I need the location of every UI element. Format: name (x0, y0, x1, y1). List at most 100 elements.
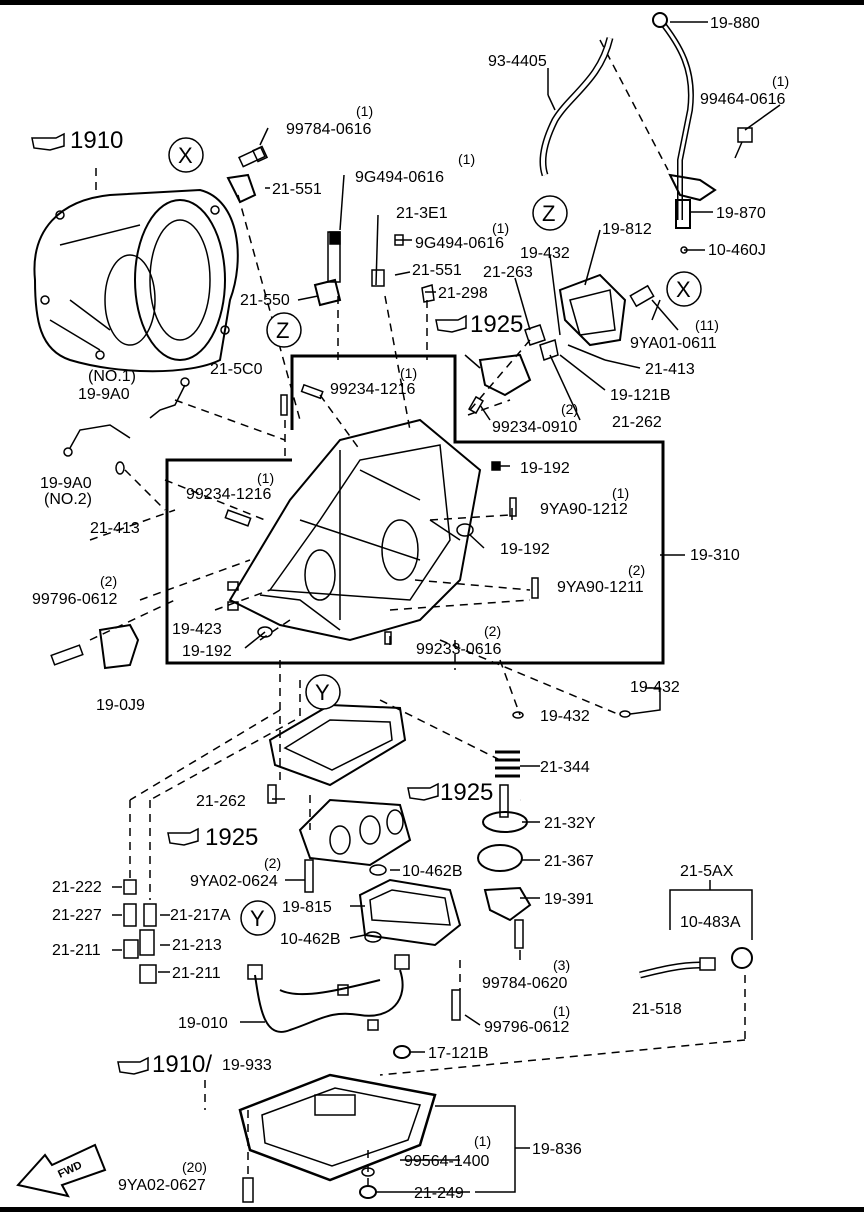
label-21-32y: 21-32Y (544, 815, 596, 832)
label-21-249: 21-249 (414, 1185, 464, 1202)
label-21-227: 21-227 (52, 907, 102, 924)
marker-x-2: X (676, 277, 691, 302)
qty-9ya90-b: (2) (628, 562, 645, 578)
label-21-263: 21-263 (483, 264, 533, 281)
qty-99784-0616: (1) (356, 103, 373, 119)
transaxle-case (33, 188, 239, 373)
label-19-391: 19-391 (544, 891, 594, 908)
ref-1925-left: 1925 (205, 824, 258, 851)
marker-y: Y (315, 680, 330, 705)
label-19-0j9: 19-0J9 (96, 697, 145, 714)
solenoid-1925 (478, 353, 532, 397)
qty-99564: (1) (474, 1133, 491, 1149)
marker-y-2: Y (250, 906, 265, 931)
qty-9g494-b: (1) (492, 220, 509, 236)
ref-1910-top: 1910 (70, 127, 123, 154)
label-99233-0616: 99233-0616 (416, 641, 502, 658)
label-21-5c0: 21-5C0 (210, 361, 263, 378)
label-10-462b-bottom: 10-462B (280, 931, 341, 948)
circle-markers: X X Z Z Y Y (168, 137, 702, 936)
label-93-4405: 93-4405 (488, 53, 547, 70)
label-9g494-0616-a: 9G494-0616 (355, 169, 444, 186)
ref-1910-bottom: 1910/ (152, 1051, 212, 1078)
valve-body-19-310 (228, 418, 482, 642)
label-9ya90-1211: 9YA90-1211 (557, 579, 644, 596)
marker-z-2: Z (276, 318, 289, 343)
label-21-367: 21-367 (544, 853, 594, 870)
label-99464-0616: 99464-0616 (700, 91, 786, 108)
marker-z-circle (532, 195, 568, 231)
qty-99234-a: (1) (400, 365, 417, 381)
dipstick (657, 18, 694, 220)
leader-lines (89, 21, 781, 1193)
label-21-413-left: 21-413 (90, 520, 140, 537)
label-19-192-top: 19-192 (520, 460, 570, 477)
control-valve-1925 (298, 798, 412, 867)
oil-filter-19-815 (358, 878, 462, 947)
label-99234-1216-mid: 99234-1216 (186, 486, 272, 503)
marker-y-circle-2 (240, 900, 276, 936)
label-21-413-right: 21-413 (645, 361, 695, 378)
label-99234-0910: 99234-0910 (492, 419, 578, 436)
marker-y-circle (305, 674, 341, 710)
part-19-812 (558, 273, 627, 347)
label-10-460j: 10-460J (708, 242, 766, 259)
label-19-423: 19-423 (172, 621, 222, 638)
fwd-arrow: FWD (16, 1143, 107, 1198)
qty-99796-a: (2) (100, 573, 117, 589)
marker-x-circle-2 (666, 271, 702, 307)
qty-9g494-a: (1) (458, 151, 475, 167)
marker-x-circle (168, 137, 204, 173)
bolt-99784 (238, 145, 269, 168)
label-19-9a0-no2: 19-9A0 (40, 475, 92, 492)
wiring-harness (254, 969, 404, 1033)
label-21-550: 21-550 (240, 292, 290, 309)
label-21-217a: 21-217A (170, 907, 231, 924)
label-10-462b-top: 10-462B (402, 863, 463, 880)
label-19-432-right: 19-432 (630, 679, 680, 696)
label-21-551-mid: 21-551 (412, 262, 462, 279)
label-19-836: 19-836 (532, 1141, 582, 1158)
label-9ya01-0611: 9YA01-0611 (630, 335, 717, 352)
hand-pointer-icon (31, 132, 467, 1075)
label-99234-1216-top: 99234-1216 (330, 381, 416, 398)
bottom-border (0, 1207, 864, 1212)
label-19-121b: 19-121B (610, 387, 671, 404)
label-99784-0620: 99784-0620 (482, 975, 568, 992)
label-19-432-top: 19-432 (520, 245, 570, 262)
qty-99234-c: (1) (257, 470, 274, 486)
label-21-344: 21-344 (540, 759, 590, 776)
bolt-99464 (734, 127, 753, 159)
label-19-432-mid: 19-432 (540, 708, 590, 725)
label-19-933: 19-933 (222, 1057, 272, 1074)
label-21-298: 21-298 (438, 285, 488, 302)
label-no2: (NO.2) (44, 491, 92, 508)
label-99796-0612-bottom: 99796-0612 (484, 1019, 570, 1036)
part-labels: 19-880 93-4405 (1) 99464-0616 (1) 99784-… (32, 15, 789, 1202)
label-21-213: 21-213 (172, 937, 222, 954)
parts-art (33, 12, 753, 1203)
label-21-551-left: 21-551 (272, 181, 322, 198)
assembly-box-19-310 (165, 354, 665, 665)
label-9ya02-0624: 9YA02-0624 (190, 873, 278, 890)
ref-1925-mid: 1925 (440, 779, 493, 806)
ref-1925-top: 1925 (470, 311, 523, 338)
oil-pan-19-836 (238, 1073, 437, 1182)
marker-z-circle-2 (266, 312, 302, 348)
qty-99796-b: (1) (553, 1003, 570, 1019)
label-21-262-top: 21-262 (612, 414, 662, 431)
label-9g494-0616-b: 9G494-0616 (415, 235, 504, 252)
marker-z: Z (542, 201, 555, 226)
label-19-880: 19-880 (710, 15, 760, 32)
label-21-262-bottom: 21-262 (196, 793, 246, 810)
qty-9ya02-b: (20) (182, 1159, 207, 1175)
qty-9ya02-a: (2) (264, 855, 281, 871)
label-19-9a0-no1: 19-9A0 (78, 386, 130, 403)
label-99784-0616: 99784-0616 (286, 121, 372, 138)
label-9ya90-1212: 9YA90-1212 (540, 501, 628, 518)
top-border (0, 0, 864, 5)
label-19-010: 19-010 (178, 1015, 228, 1032)
label-10-483a: 10-483A (680, 914, 741, 931)
qty-99234-b: (2) (561, 401, 578, 417)
